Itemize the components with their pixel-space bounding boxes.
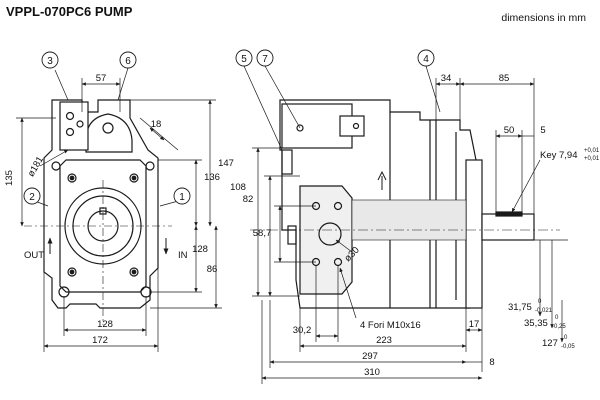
tol-35-35: 35,35 [524, 318, 548, 329]
units-note: dimensions in mm [501, 12, 586, 24]
dim-128-right: 128 [192, 244, 208, 255]
bolt-hole [76, 120, 84, 128]
balloon-1: 1 [173, 187, 191, 205]
dim-108: 108 [230, 182, 246, 193]
svg-text:5: 5 [241, 54, 247, 65]
tol-127-sub: -0,05 [561, 344, 575, 350]
svg-text:2: 2 [29, 192, 35, 203]
dim-34: 34 [441, 73, 452, 84]
dim-50: 50 [504, 125, 515, 136]
key-label: Key 7,94 [540, 150, 578, 161]
port-flange [299, 185, 353, 295]
mounting-flange [465, 159, 483, 309]
balloon-4: 4 [417, 49, 435, 67]
svg-text:6: 6 [125, 56, 131, 67]
dim-172: 172 [92, 335, 108, 346]
port-bore [318, 222, 342, 246]
balloon-7: 7 [256, 49, 274, 67]
port-in-label: IN [178, 250, 188, 261]
dim-85: 85 [499, 73, 510, 84]
dim-223: 223 [376, 335, 392, 346]
front-view [24, 99, 172, 325]
tol-127-sup: 0 [564, 335, 568, 341]
key-tol-upper: +0,01 [584, 148, 600, 154]
shaft-key-slot [495, 211, 523, 217]
callout-balloons: 3 6 2 1 5 7 4 [23, 49, 435, 205]
tol-31-75-sup: 0 [538, 299, 542, 305]
balloon-6: 6 [119, 51, 137, 69]
dim-5: 5 [540, 125, 545, 136]
dim-135: 135 [4, 170, 15, 186]
drive-shaft [481, 213, 535, 241]
bolt-hole [65, 111, 75, 121]
balloon-2: 2 [23, 187, 41, 205]
drawing-title: VPPL-070PC6 PUMP [6, 4, 133, 19]
port-out-label: OUT [24, 250, 44, 261]
dim-57: 57 [96, 73, 107, 84]
tol-31-75: 31,75 [508, 302, 532, 313]
tol-31-75-sub: -0,021 [535, 308, 553, 314]
dim-82: 82 [243, 194, 254, 205]
compensator-valve [339, 115, 365, 137]
dim-297: 297 [362, 351, 378, 362]
inner-flange [59, 159, 147, 293]
dim-310: 310 [364, 367, 380, 378]
tol-35-35-sup: 0 [555, 315, 559, 321]
svg-text:1: 1 [179, 192, 185, 203]
dim-86: 86 [207, 264, 218, 275]
key-tol-lower: +0,01 [584, 156, 600, 162]
upper-block [59, 101, 89, 151]
dim-58-7: 58,7 [253, 228, 272, 239]
side-dimensions [243, 65, 568, 384]
front-dimensions [16, 67, 222, 352]
dim-dia-181: ø181 [26, 155, 46, 179]
dim-128-bottom: 128 [97, 319, 113, 330]
balloon-5: 5 [235, 49, 253, 67]
svg-text:3: 3 [47, 56, 53, 67]
flange-bolts [67, 173, 139, 277]
side-view [250, 99, 560, 309]
dim-8: 8 [489, 357, 494, 368]
dim-147: 147 [218, 158, 234, 169]
holes-note: 4 Fori M10x16 [360, 320, 421, 331]
tol-35-35-sub: -0,25 [552, 324, 566, 330]
dim-136: 136 [204, 172, 220, 183]
balloon-3: 3 [41, 51, 59, 69]
svg-text:7: 7 [262, 54, 268, 65]
side-dimension-labels: 34 85 50 5 108 82 58,7 ø30 30,2 4 Fori M… [230, 73, 600, 378]
svg-text:4: 4 [423, 54, 429, 65]
tol-127: 127 [542, 338, 558, 349]
dim-30-2: 30,2 [293, 325, 312, 336]
dim-17: 17 [469, 319, 480, 330]
bolt-hole [65, 127, 75, 137]
dim-18: 18 [151, 119, 162, 130]
